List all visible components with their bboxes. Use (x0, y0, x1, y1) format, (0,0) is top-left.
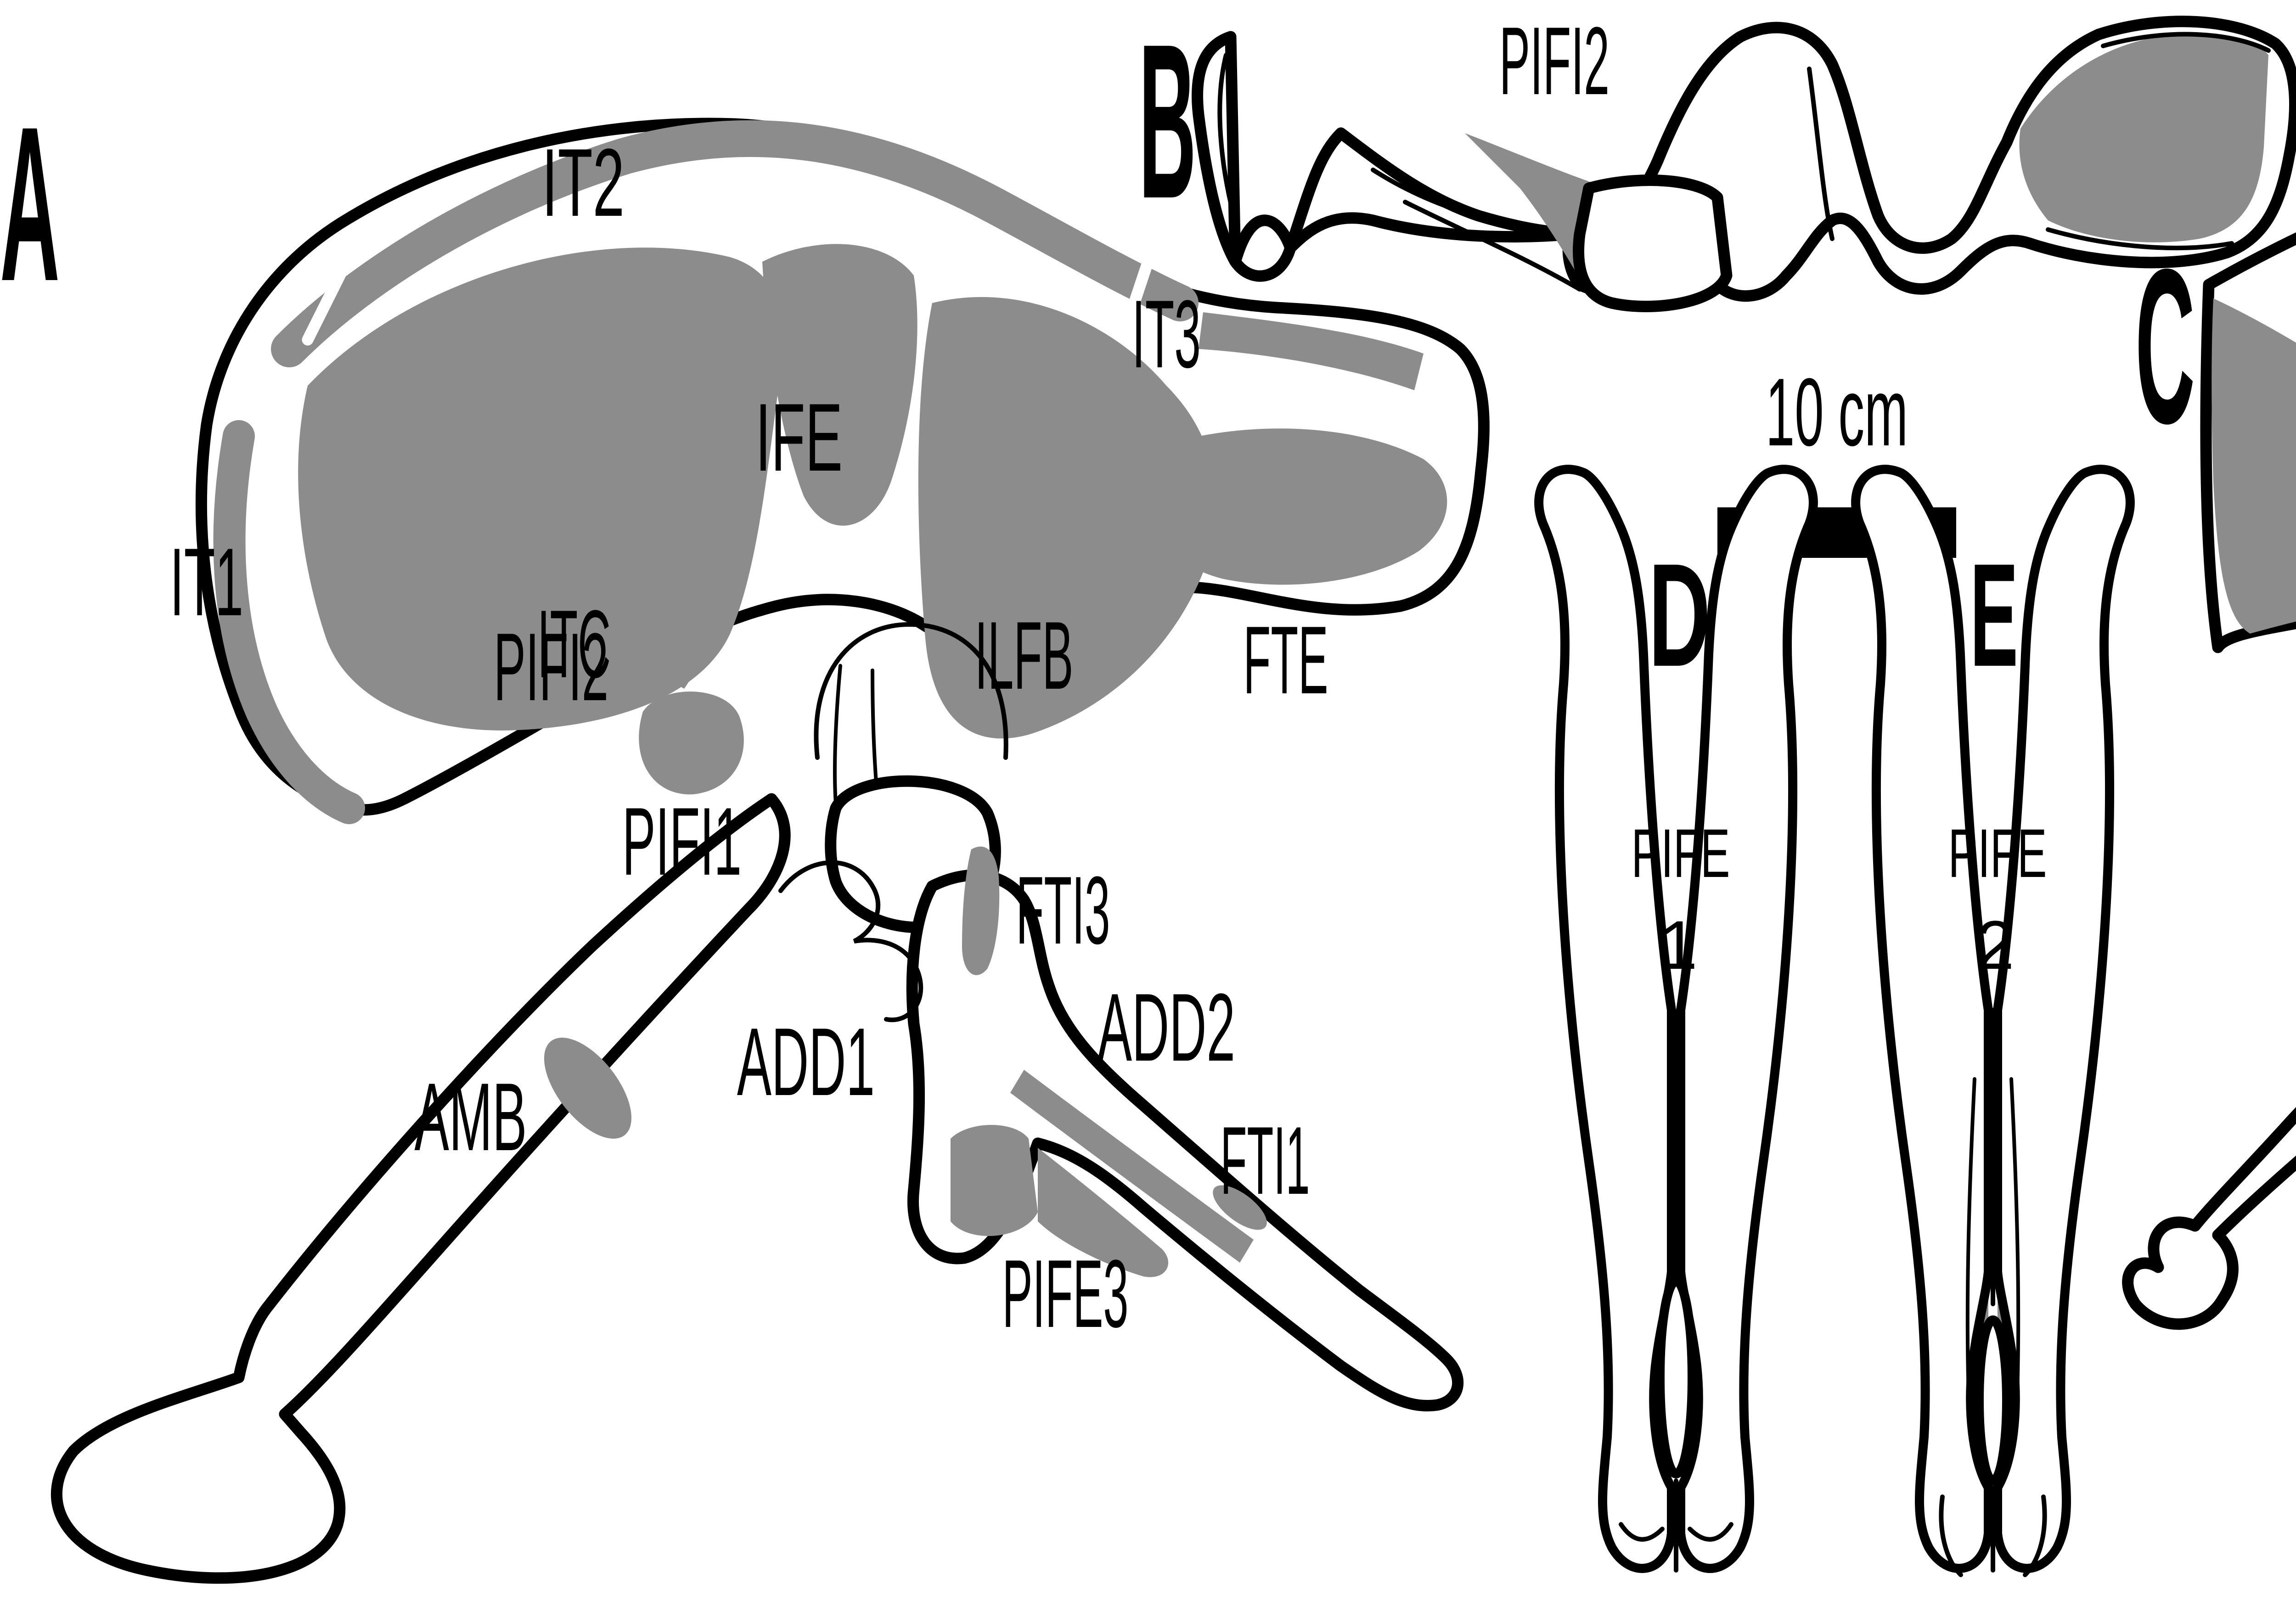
muscle-region-dorsal-band-posterior (1199, 312, 1424, 390)
label-AMB: AMB (415, 1063, 527, 1171)
panel-A: A IT2 IFE IT3 ITC ILFB IT1 PIFI2 PIFI1 A… (0, 80, 1490, 1584)
label-PIFE3: PIFE3 (1002, 1240, 1129, 1348)
label-PIFE1-line2: 1 (1659, 906, 1697, 983)
muscle-region-PIFI2-a (602, 633, 703, 689)
obturator-notch-outline (778, 860, 923, 1023)
muscle-region-FTI3 (962, 846, 1000, 975)
panel-e-boot-marks (1939, 1495, 2047, 1577)
label-PIFI2-b: PIFI2 (1499, 7, 1609, 115)
panel-e-right-pubis (1993, 465, 2135, 1573)
label-IT3: IT3 (1132, 280, 1201, 388)
label-ITC: ITC (537, 590, 611, 698)
acetabulum-rim-a (814, 622, 1008, 760)
label-PIFE1-line1: PIFE (1632, 815, 1730, 892)
muscle-region-ADD1 (951, 1125, 1038, 1236)
panel-letter-A: A (0, 80, 60, 327)
panel-d-boot-marks (1619, 1522, 1733, 1542)
panel-e-left-pubis (1851, 465, 1993, 1573)
muscle-region-PIFI1 (639, 691, 744, 795)
panel-letter-E: E (1970, 533, 2018, 697)
panel-a-pubis-outline (51, 793, 791, 1584)
label-PIFI2-a: PIFI2 (494, 613, 608, 721)
muscle-region-IFE (762, 244, 917, 526)
muscle-region-FTE (1143, 428, 1447, 585)
label-IT1: IT1 (170, 528, 243, 636)
panel-e-bones (1851, 465, 2135, 1573)
panel-letter-D: D (1649, 533, 1711, 697)
panel-B: B PIFI2 CFB (1139, 0, 2296, 312)
panel-letter-B: B (1139, 0, 1196, 244)
panel-d-left-pubis (1534, 465, 1676, 1573)
it2-band-separator-1 (302, 260, 350, 346)
panel-D: D PIFE 1 (1534, 465, 1818, 1573)
panel-e-distal-fenestra (1975, 1315, 2011, 1485)
label-FTE: FTE (1244, 606, 1328, 714)
label-ADD1: ADD1 (737, 1008, 875, 1116)
muscle-region-AMB (544, 1038, 632, 1139)
panel-c-ischium-outline (2122, 1107, 2296, 1330)
label-ILFB: ILFB (975, 601, 1074, 709)
panel-letter-C: C (2135, 223, 2195, 469)
panel-d-distal-fenestra (1655, 1276, 1697, 1478)
label-IFE: IFE (755, 383, 843, 491)
panel-b-centrum-block (1573, 174, 1733, 312)
label-ADD2-a: ADD2 (1097, 973, 1235, 1081)
muscle-region-IT2 (271, 120, 1199, 367)
panel-d-right-pubis (1676, 465, 1818, 1573)
panel-E: E PIFE 2 (1851, 465, 2135, 1577)
muscle-region-CFB-c (2212, 298, 2296, 634)
muscle-region-IT1 (213, 420, 365, 824)
label-PIFE2-line2: 2 (1976, 906, 2014, 983)
muscle-region-CFB-b (2019, 34, 2268, 242)
it2-band-separator-2 (1119, 256, 1154, 337)
label-FTI3: FTI3 (1016, 856, 1110, 964)
muscle-region-FTI1 (1213, 1185, 1267, 1230)
scale-bar-label: 10 cm (1766, 358, 1908, 466)
muscle-region-ILFB (918, 297, 1217, 739)
panel-b-inner-lines (1217, 32, 2271, 292)
label-FTI1: FTI1 (1221, 1107, 1310, 1214)
muscle-region-ITC (298, 247, 783, 730)
label-IT2: IT2 (542, 129, 625, 236)
panel-e-streak-lines (1965, 1077, 2020, 1437)
label-PIFI1: PIFI1 (622, 787, 742, 895)
muscle-region-PIFE3 (1038, 1148, 1169, 1277)
muscle-region-ADD2-a (1010, 1070, 1254, 1263)
label-PIFE2-line1: PIFE (1948, 815, 2047, 892)
panel-a-ischium-outline (906, 869, 1464, 1411)
